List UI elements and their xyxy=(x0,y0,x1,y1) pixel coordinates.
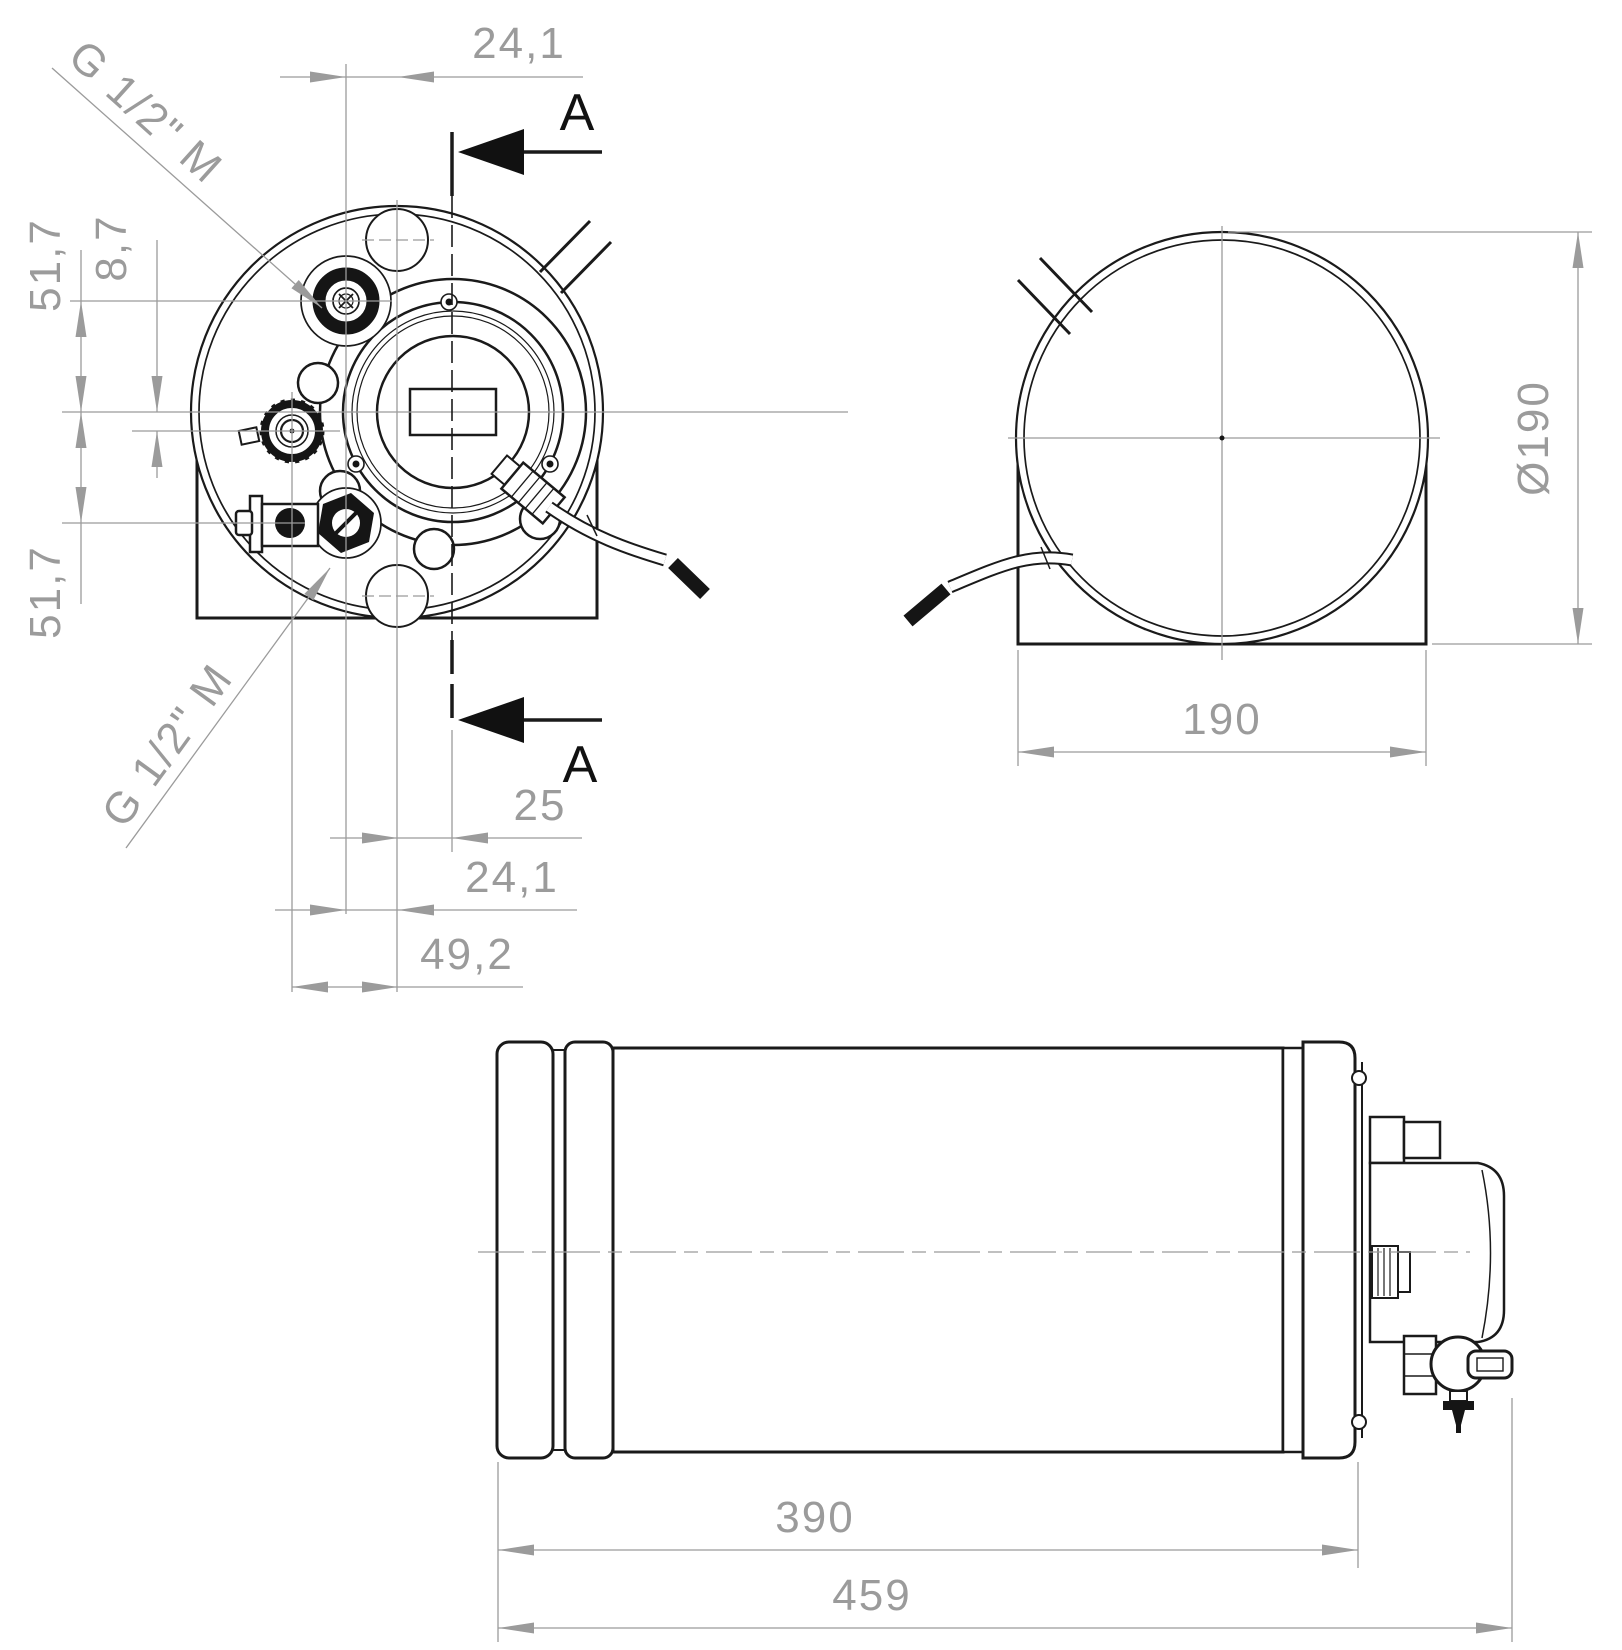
tank-body xyxy=(611,1046,1285,1454)
end-view: Ø190 190 xyxy=(903,226,1592,766)
section-letter-top: A xyxy=(560,84,595,142)
dim-body-length: 390 xyxy=(775,1493,854,1542)
rear-pipe-stubs xyxy=(538,219,613,295)
end-centerlines xyxy=(1008,226,1440,660)
port-label-bottom: G 1/2" M xyxy=(92,655,242,836)
dim-left-lower: 51,7 xyxy=(21,545,70,639)
power-cable xyxy=(545,501,710,600)
drain-valve xyxy=(1402,1334,1514,1433)
dim-diameter: Ø190 xyxy=(1509,380,1558,496)
flange-plate xyxy=(1281,1046,1305,1454)
dim-bottom-knob: 49,2 xyxy=(420,930,514,979)
threaded-nipple xyxy=(1371,1245,1411,1299)
section-letter-bottom: A xyxy=(563,736,598,794)
side-view: 390 459 xyxy=(478,1040,1514,1642)
flange-screw xyxy=(347,455,365,473)
dim-bottom-port: 24,1 xyxy=(465,853,559,902)
dim-overall-length: 459 xyxy=(832,1571,911,1620)
valve-lever xyxy=(1466,1349,1514,1380)
flange-screw xyxy=(440,293,458,311)
section-arrow-icon xyxy=(458,697,524,743)
dim-bracket-width: 190 xyxy=(1182,695,1261,744)
front-view: A A G 1/2" M G 1/2" M 24,1 51,7 xyxy=(21,19,848,993)
end-cap-ring xyxy=(563,1040,615,1460)
section-arrow-icon xyxy=(458,129,524,175)
power-cable xyxy=(903,546,1074,627)
front-dimensions: 24,1 51,7 8,7 51,7 25 2 xyxy=(21,19,583,993)
front-centerlines xyxy=(62,64,848,992)
electrical-housing xyxy=(1368,1161,1506,1344)
top-fitting xyxy=(1368,1115,1442,1165)
section-line: A A xyxy=(450,84,602,794)
dim-left-upper: 51,7 xyxy=(21,218,70,312)
flange-screw xyxy=(541,455,559,473)
side-dimensions: 390 459 xyxy=(497,1398,1513,1642)
port-label-top: G 1/2" M xyxy=(59,31,232,193)
end-cap-ring xyxy=(495,1040,555,1460)
rear-pipe-stubs xyxy=(1016,256,1094,336)
end-dimensions: Ø190 190 xyxy=(1017,231,1592,766)
dim-top-offset: 24,1 xyxy=(472,19,566,68)
dim-bottom-flange: 25 xyxy=(514,781,567,830)
dim-left-knob: 8,7 xyxy=(87,214,136,281)
flange-plate xyxy=(1301,1040,1357,1460)
